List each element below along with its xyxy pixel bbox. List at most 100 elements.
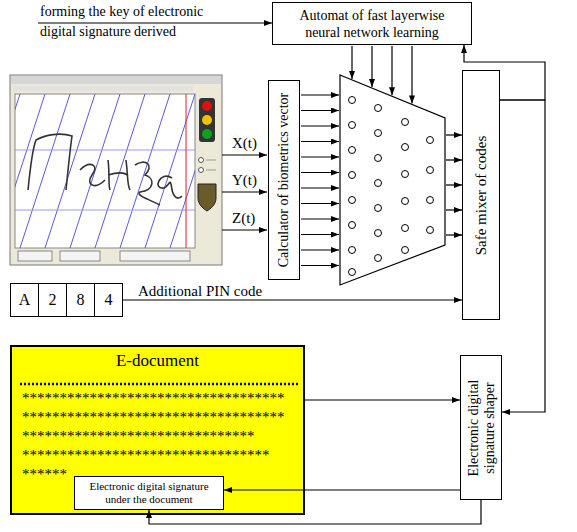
connector-label: Additional PIN code xyxy=(136,283,264,299)
learning-arrow xyxy=(411,46,412,103)
connector xyxy=(123,299,462,300)
radio-button xyxy=(199,158,204,163)
label-holder: X(t) xyxy=(232,134,257,152)
connector xyxy=(305,399,460,400)
neuron xyxy=(349,97,356,104)
yellow-light xyxy=(202,115,212,125)
shaper-box: Electronic digital signature shaper xyxy=(460,355,502,500)
radio-caption xyxy=(206,160,216,161)
learning-arrow xyxy=(371,46,372,87)
box-label: Safe mixer of codes xyxy=(473,75,490,315)
signal-arrow xyxy=(222,191,267,192)
output-arrow xyxy=(446,209,462,210)
window-button xyxy=(120,251,190,261)
radio-caption xyxy=(206,170,216,171)
box-label: Electronic digital signature shaper xyxy=(465,360,497,495)
neuron xyxy=(402,144,409,151)
neuron xyxy=(427,137,434,144)
neural-network xyxy=(340,75,445,285)
vector-arrow xyxy=(301,141,339,142)
neuron xyxy=(402,198,409,205)
leader-arrow xyxy=(38,22,272,23)
label-holder: Additional PIN code xyxy=(136,283,264,299)
neuron xyxy=(349,269,356,276)
vector-arrow xyxy=(301,94,339,95)
dotted-rule xyxy=(20,383,298,386)
window-button xyxy=(60,251,100,261)
document-box: E-document ******************************… xyxy=(10,345,305,515)
emblem xyxy=(198,184,216,211)
title-bar xyxy=(11,76,221,84)
box-label: 8 xyxy=(69,291,92,309)
vector-arrow xyxy=(301,187,339,188)
note-text: forming the key of electronic digital si… xyxy=(40,2,230,42)
neuron xyxy=(349,197,356,204)
document-body-row: *********************************** xyxy=(22,408,303,427)
signal-arrow xyxy=(222,154,267,155)
signal-arrow xyxy=(222,229,267,230)
vector-arrow xyxy=(301,156,339,157)
neuron xyxy=(402,171,409,178)
vector-arrow xyxy=(301,203,339,204)
vector-arrow xyxy=(301,218,339,219)
neuron xyxy=(349,172,356,179)
neuron xyxy=(349,247,356,254)
guide-line xyxy=(95,94,145,248)
neuron xyxy=(375,205,382,212)
neuron xyxy=(349,147,356,154)
box-label: Electronic digital signature under the d… xyxy=(79,480,219,506)
learning-arrow xyxy=(351,46,352,79)
signature-box: Electronic digital signature under the d… xyxy=(74,476,224,510)
green-light xyxy=(202,129,212,139)
neuron xyxy=(427,167,434,174)
neuron xyxy=(402,119,409,126)
guide-line xyxy=(170,94,195,248)
menu-bar xyxy=(13,86,193,91)
document-title: E-document xyxy=(12,351,303,371)
neuron xyxy=(375,230,382,237)
box-label: Automat of fast layerwise neural network… xyxy=(283,7,461,41)
box-label: A xyxy=(13,291,36,309)
layout-arrows xyxy=(38,23,462,266)
pin-cell: 8 xyxy=(66,283,95,317)
output-arrow xyxy=(446,184,462,185)
signature-canvas xyxy=(15,94,195,248)
pin-cell: 4 xyxy=(94,283,123,317)
signal-name: X(t) xyxy=(232,134,257,152)
guide-line xyxy=(15,150,195,151)
signal-name: Z(t) xyxy=(232,209,255,227)
document-body-row: *********************************** xyxy=(22,389,303,408)
neuron xyxy=(349,222,356,229)
neurons xyxy=(349,97,434,276)
margin-line xyxy=(186,94,187,248)
vector-arrow xyxy=(301,125,339,126)
neuron xyxy=(427,227,434,234)
neuron xyxy=(402,225,409,232)
vector-arrow xyxy=(301,234,339,235)
signal-name: Y(t) xyxy=(232,171,257,189)
neuron xyxy=(375,105,382,112)
guide-line xyxy=(15,94,20,248)
guide-line xyxy=(20,94,70,248)
neuron xyxy=(375,130,382,137)
guide-line xyxy=(45,94,95,248)
traffic-light xyxy=(199,98,215,142)
box-label: 4 xyxy=(97,291,120,309)
output-arrow xyxy=(446,159,462,160)
neuron xyxy=(375,180,382,187)
learning-arrow xyxy=(391,46,392,95)
output-arrow xyxy=(446,234,462,235)
label-holder: forming the key of electronic digital si… xyxy=(40,2,230,42)
connector xyxy=(224,489,460,490)
vector-arrow xyxy=(301,249,339,250)
vector-arrow xyxy=(301,110,339,111)
neuron xyxy=(427,197,434,204)
label-holder: Y(t) xyxy=(232,171,257,189)
label-holder: Z(t) xyxy=(232,209,255,227)
vector-arrow xyxy=(301,265,339,266)
neuron xyxy=(375,155,382,162)
window-button xyxy=(18,251,52,261)
handwritten-signature xyxy=(28,134,182,205)
calculator-box: Calculator of biometrics vector xyxy=(268,80,300,280)
